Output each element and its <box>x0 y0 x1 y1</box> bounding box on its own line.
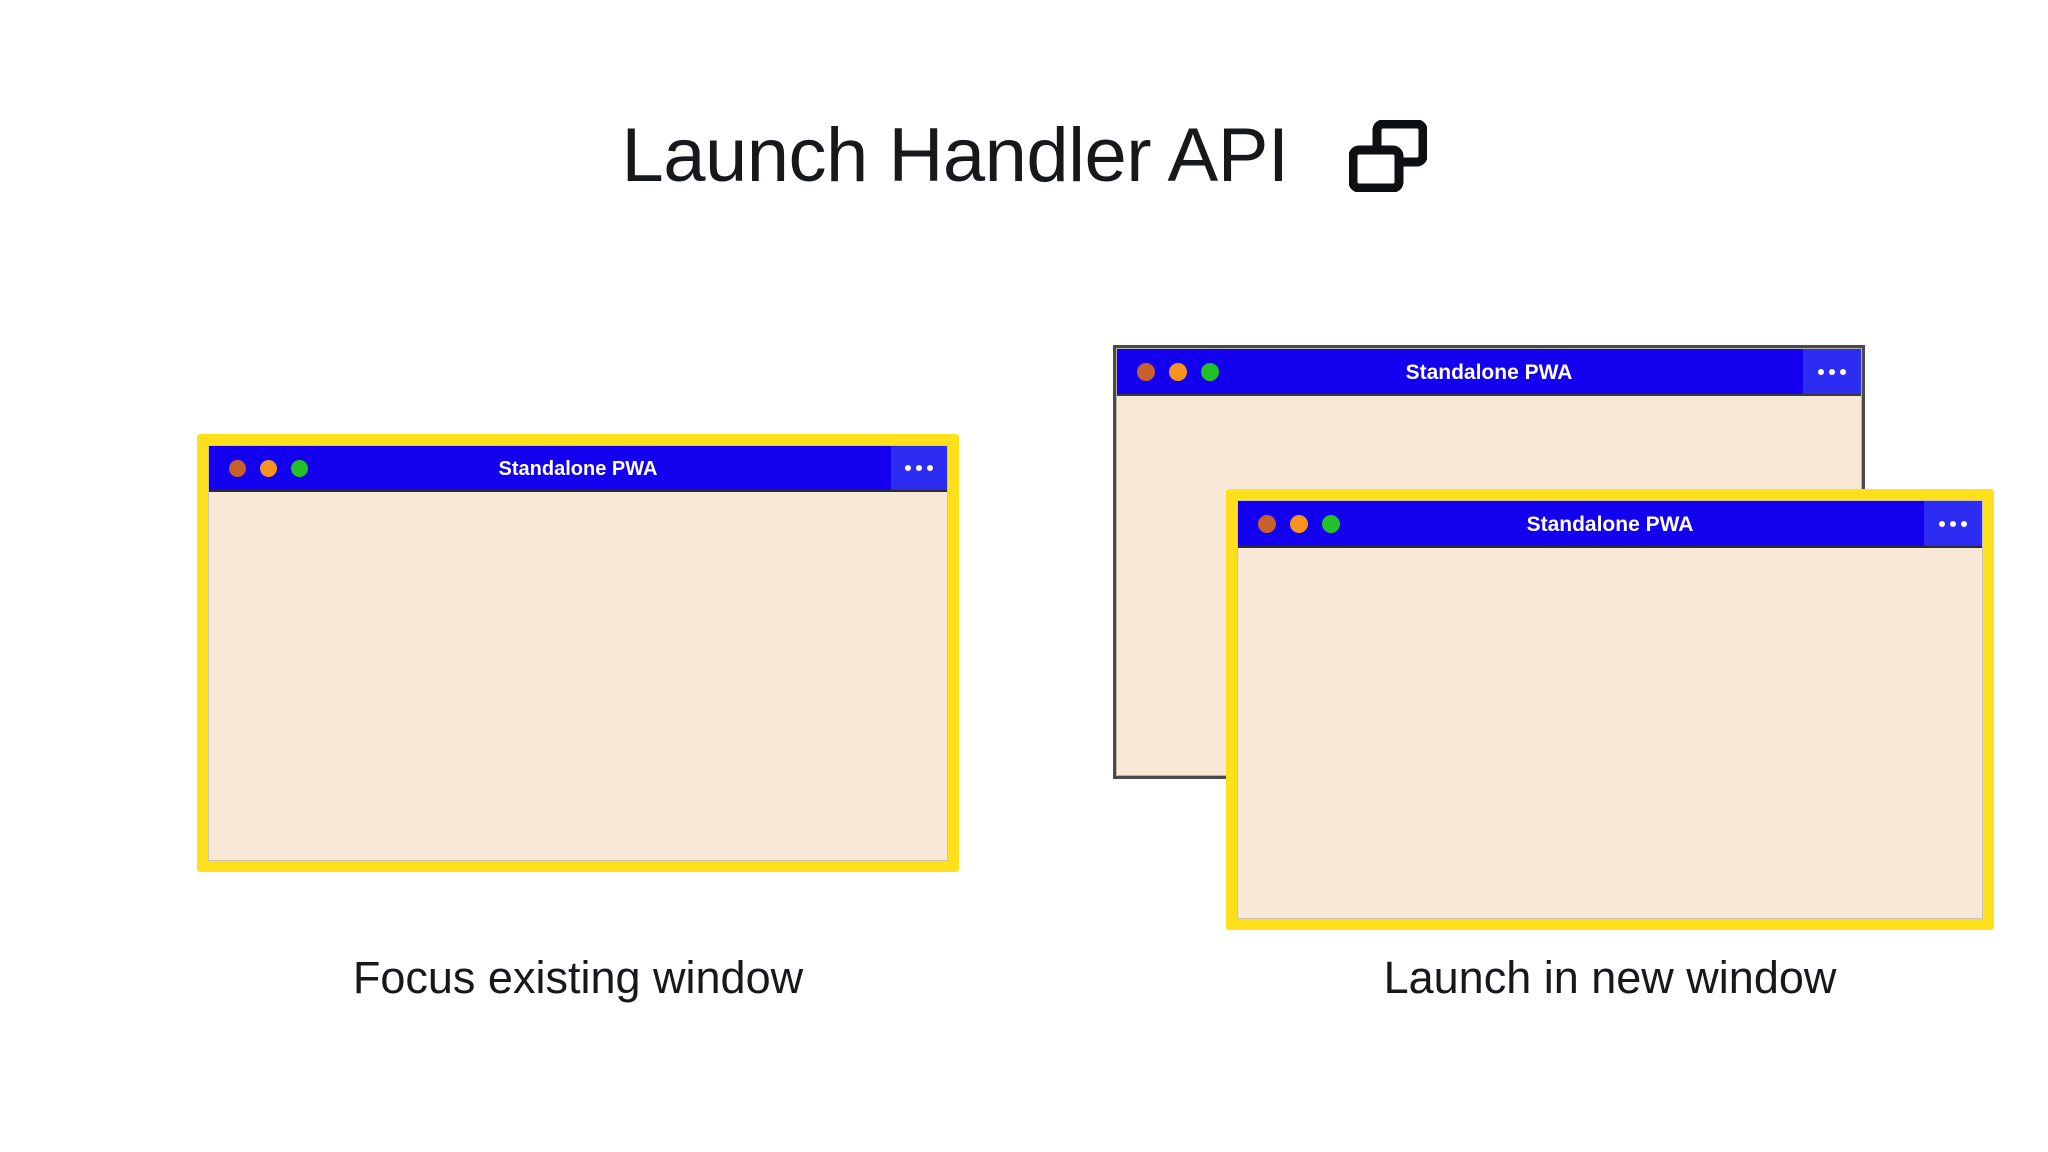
overflow-menu-button[interactable] <box>1924 501 1982 546</box>
close-button-icon[interactable] <box>229 459 246 477</box>
page-title: Launch Handler API <box>621 113 1289 198</box>
window-content-area <box>1238 546 1982 918</box>
window-titlebar[interactable]: Standalone PWA <box>1117 349 1861 394</box>
window-frame: Standalone PWA <box>1237 500 1983 919</box>
traffic-light-controls <box>1137 362 1219 381</box>
window-content-area <box>209 490 947 860</box>
menu-dot-icon <box>1840 368 1846 375</box>
window-titlebar[interactable]: Standalone PWA <box>209 446 947 490</box>
multiple-windows-icon <box>1348 119 1428 193</box>
minimize-button-icon[interactable] <box>260 459 277 477</box>
page-header: Launch Handler API <box>0 118 2048 194</box>
menu-dot-icon <box>1939 520 1945 527</box>
menu-dot-icon <box>1961 520 1967 527</box>
overflow-menu-button[interactable] <box>1803 349 1861 394</box>
maximize-button-icon[interactable] <box>1201 362 1219 381</box>
minimize-button-icon[interactable] <box>1169 362 1187 381</box>
close-button-icon[interactable] <box>1137 362 1155 381</box>
maximize-button-icon[interactable] <box>291 459 308 477</box>
window-focus-existing[interactable]: Standalone PWA <box>197 434 959 872</box>
menu-dot-icon <box>927 465 933 471</box>
menu-dot-icon <box>905 465 911 471</box>
menu-dot-icon <box>1818 368 1824 375</box>
window-title-text: Standalone PWA <box>1405 361 1573 384</box>
close-button-icon[interactable] <box>1258 514 1276 533</box>
traffic-light-controls <box>229 459 308 477</box>
window-launched-new[interactable]: Standalone PWA <box>1226 489 1994 930</box>
menu-dot-icon <box>1950 520 1956 527</box>
menu-dot-icon <box>916 465 922 471</box>
caption-launch-in-new-window: Launch in new window <box>1383 952 1837 1003</box>
caption-focus-existing-window: Focus existing window <box>352 952 804 1003</box>
overflow-menu-button[interactable] <box>891 446 947 490</box>
traffic-light-controls <box>1258 514 1340 533</box>
menu-dot-icon <box>1829 368 1835 375</box>
maximize-button-icon[interactable] <box>1322 514 1340 533</box>
window-titlebar[interactable]: Standalone PWA <box>1238 501 1982 546</box>
window-frame: Standalone PWA <box>208 445 948 861</box>
window-title-text: Standalone PWA <box>498 458 658 480</box>
window-title-text: Standalone PWA <box>1526 513 1694 536</box>
minimize-button-icon[interactable] <box>1290 514 1308 533</box>
